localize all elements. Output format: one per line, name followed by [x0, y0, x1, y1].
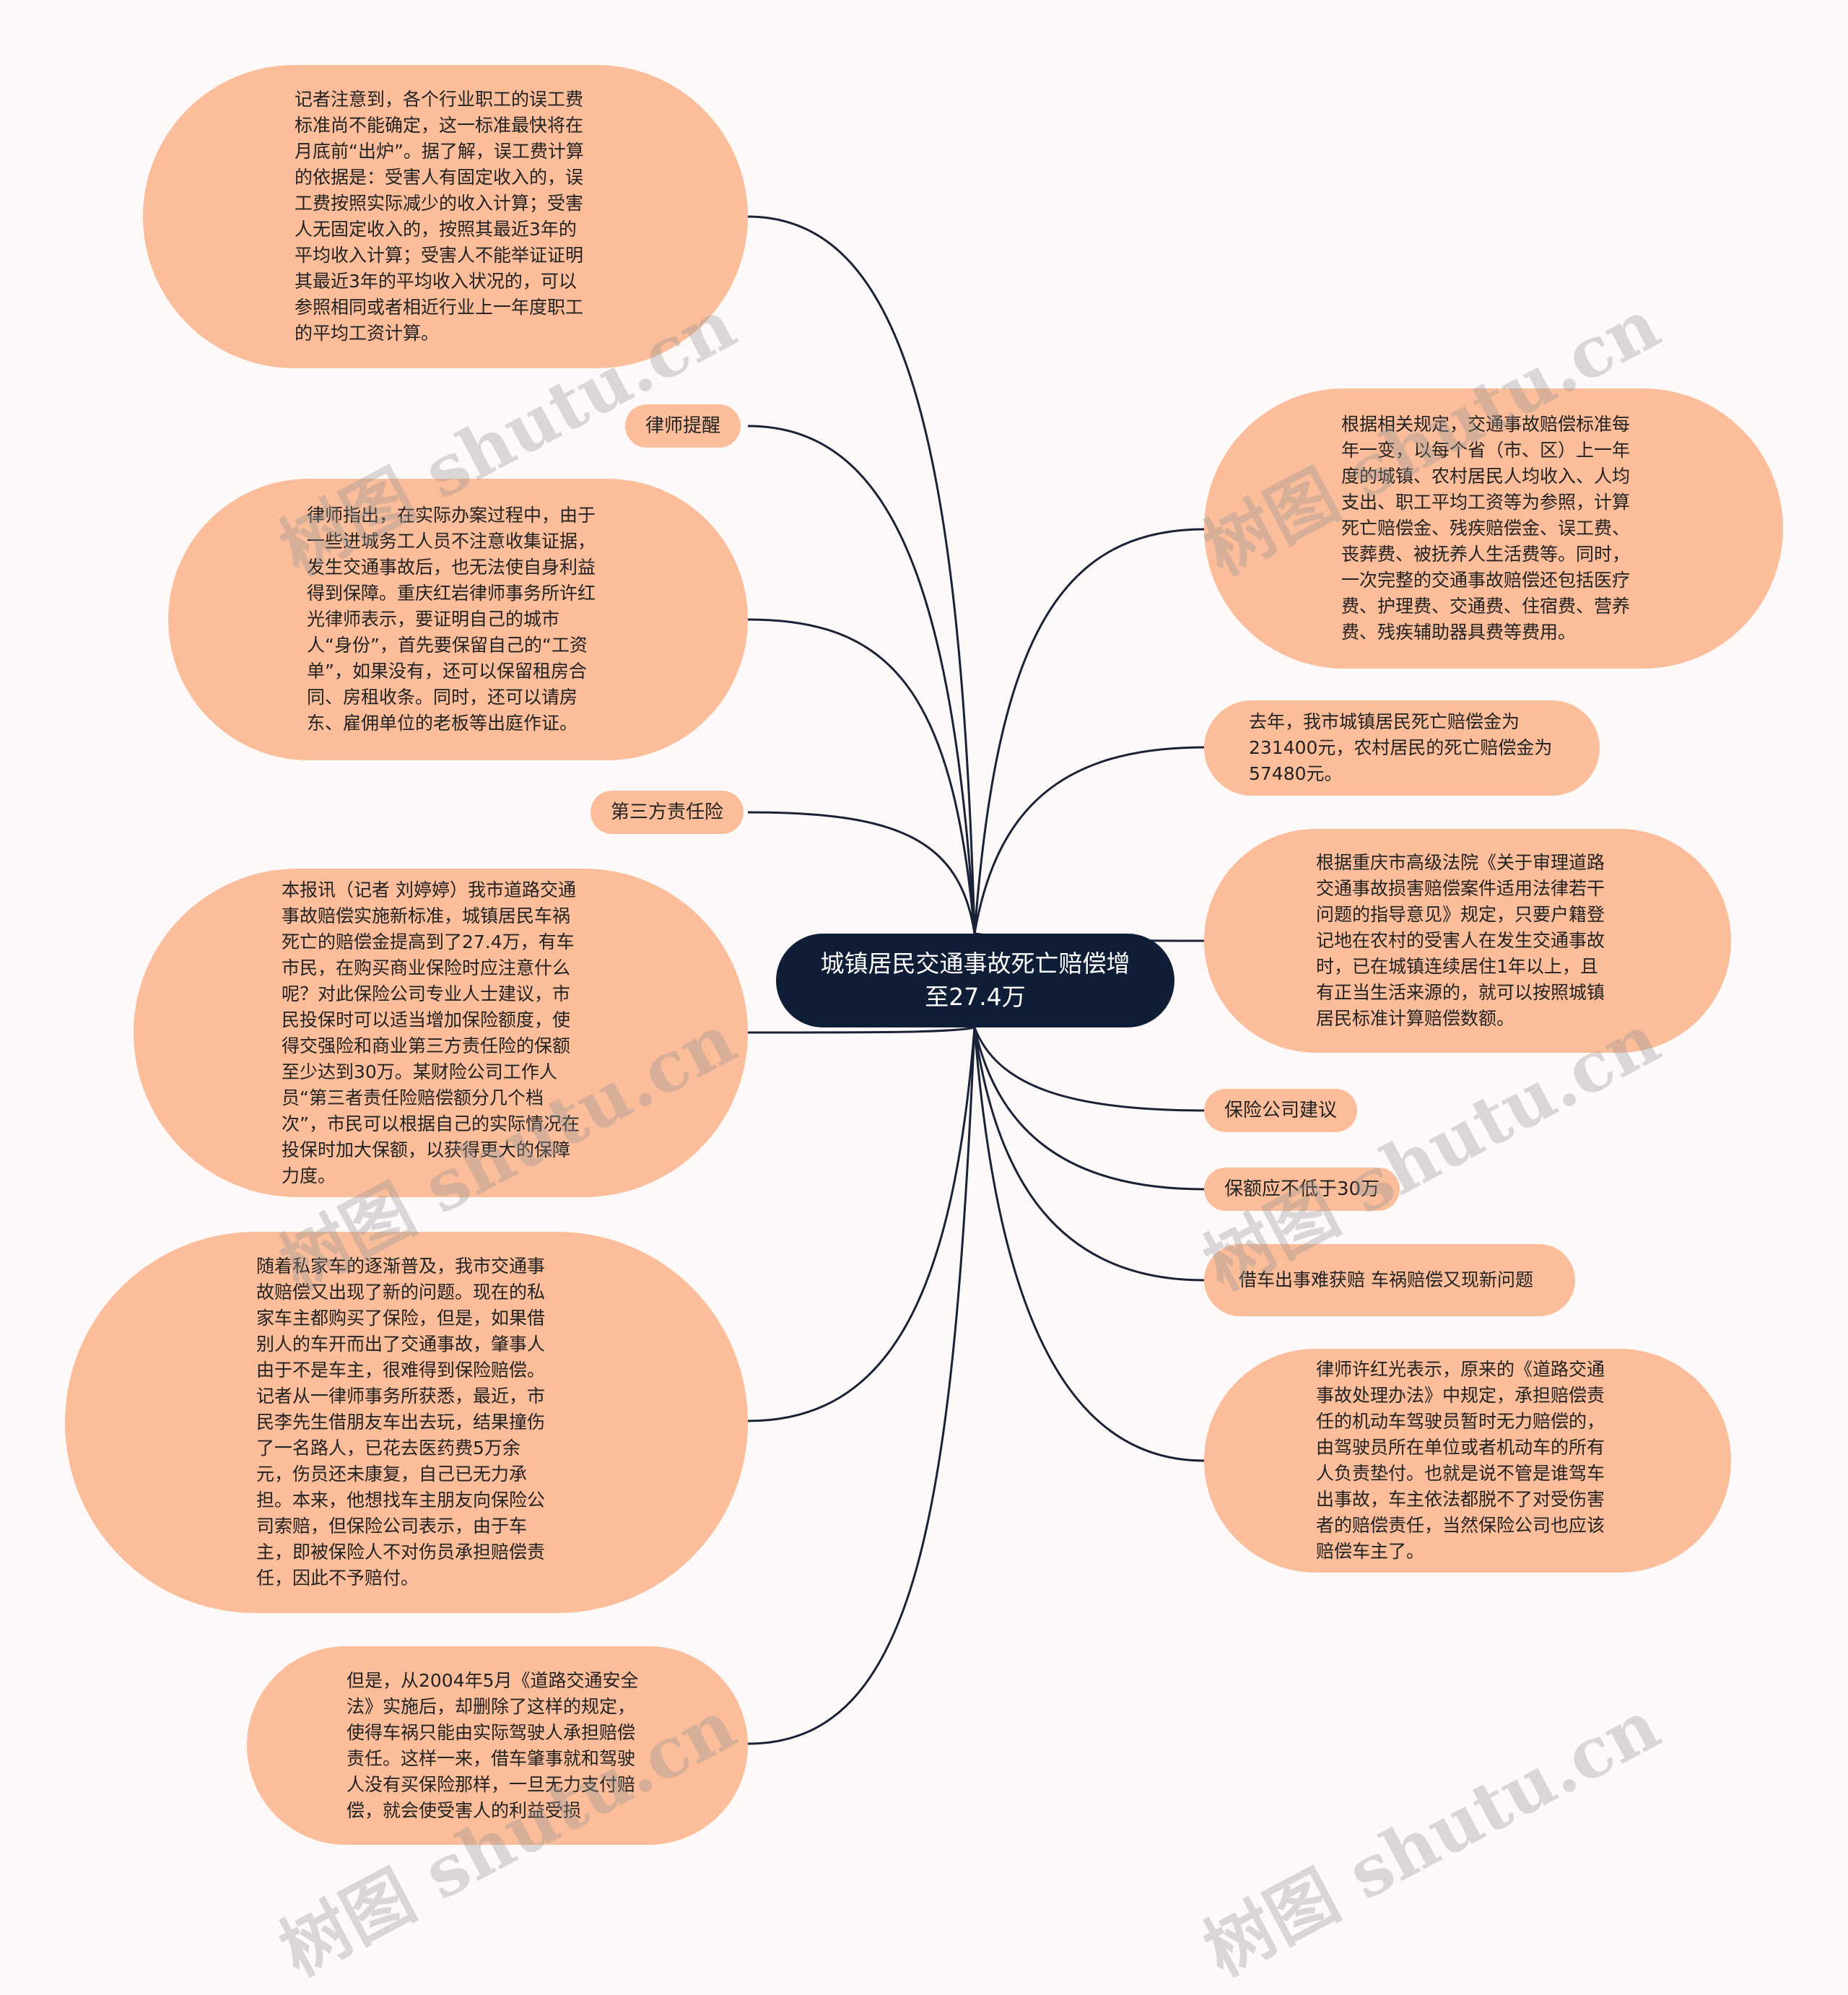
connector-lines: [747, 215, 1205, 1745]
link-left-4: [747, 811, 976, 934]
node-text: 本报讯（记者 刘婷婷）我市道路交通事故赔偿实施新标准，城镇居民车祸死亡的赔偿金提…: [282, 879, 580, 1186]
node-text: 根据重庆市高级法院《关于审理道路交通事故损害赔偿案件适用法律若干问题的指导意见》…: [1316, 852, 1605, 1029]
link-right-4: [973, 1027, 1205, 1112]
link-left-5: [747, 1026, 975, 1034]
node-right-insurer-advice[interactable]: 保险公司建议: [1204, 1089, 1358, 1132]
node-left-wage-standard[interactable]: 记者注意到，各个行业职工的误工费标准尚不能确定，这一标准最快将在月底前“出炉”。…: [143, 65, 748, 368]
link-left-1: [747, 215, 976, 934]
node-left-lawyer-reminder[interactable]: 律师提醒: [625, 404, 741, 448]
node-text: 借车出事难获赔 车祸赔偿又现新问题: [1239, 1269, 1533, 1290]
node-text: 律师许红光表示，原来的《道路交通事故处理办法》中规定，承担赔偿责任的机动车驾驶员…: [1316, 1359, 1605, 1562]
node-text: 根据相关规定，交通事故赔偿标准每年一变，以每个省（市、区）上一年度的城镇、农村居…: [1341, 414, 1631, 643]
node-right-last-year-amount[interactable]: 去年，我市城镇居民死亡赔偿金为231400元，农村居民的死亡赔偿金为57480元…: [1204, 700, 1600, 796]
node-right-court-opinion[interactable]: 根据重庆市高级法院《关于审理道路交通事故损害赔偿案件适用法律若干问题的指导意见》…: [1204, 829, 1731, 1053]
node-text: 律师提醒: [645, 415, 721, 437]
node-text: 保额应不低于30万: [1224, 1178, 1380, 1200]
node-left-traffic-law[interactable]: 但是，从2004年5月《道路交通安全法》实施后，却删除了这样的规定，使得车祸只能…: [247, 1646, 748, 1845]
node-text: 去年，我市城镇居民死亡赔偿金为231400元，农村居民的死亡赔偿金为57480元…: [1249, 711, 1553, 784]
node-right-compensation-rules[interactable]: 根据相关规定，交通事故赔偿标准每年一变，以每个省（市、区）上一年度的城镇、农村居…: [1204, 388, 1783, 669]
link-right-6: [973, 1027, 1205, 1282]
link-left-7: [747, 1027, 976, 1745]
node-text: 第三方责任险: [611, 801, 724, 823]
node-text: 随着私家车的逐渐普及，我市交通事故赔偿又出现了新的问题。现在的私家车主都购买了保…: [256, 1256, 546, 1588]
node-left-lawyer-points[interactable]: 律师指出，在实际办案过程中，由于一些进城务工人员不注意收集证据，发生交通事故后，…: [168, 479, 748, 760]
node-left-private-car[interactable]: 随着私家车的逐渐普及，我市交通事故赔偿又出现了新的问题。现在的私家车主都购买了保…: [65, 1232, 748, 1613]
link-left-6: [747, 1027, 976, 1422]
node-right-min-coverage[interactable]: 保额应不低于30万: [1204, 1168, 1400, 1211]
link-right-5: [973, 1027, 1205, 1191]
node-left-news-report[interactable]: 本报讯（记者 刘婷婷）我市道路交通事故赔偿实施新标准，城镇居民车祸死亡的赔偿金提…: [134, 869, 748, 1197]
node-left-third-party-insurance[interactable]: 第三方责任险: [590, 791, 744, 834]
node-text: 记者注意到，各个行业职工的误工费标准尚不能确定，这一标准最快将在月底前“出炉”。…: [295, 89, 584, 344]
link-left-3: [747, 618, 976, 934]
root-label: 城镇居民交通事故死亡赔偿增至27.4万: [820, 949, 1130, 1011]
link-left-2: [747, 425, 976, 934]
node-text: 律师指出，在实际办案过程中，由于一些进城务工人员不注意收集证据，发生交通事故后，…: [307, 505, 596, 734]
node-right-borrowed-car-issue[interactable]: 借车出事难获赔 车祸赔偿又现新问题: [1204, 1244, 1575, 1316]
link-right-2: [973, 746, 1205, 934]
node-right-old-regulation[interactable]: 律师许红光表示，原来的《道路交通事故处理办法》中规定，承担赔偿责任的机动车驾驶员…: [1204, 1349, 1731, 1573]
link-right-1: [973, 528, 1205, 934]
node-text: 但是，从2004年5月《道路交通安全法》实施后，却删除了这样的规定，使得车祸只能…: [346, 1669, 639, 1821]
node-text: 保险公司建议: [1224, 1100, 1338, 1121]
root-topic[interactable]: 城镇居民交通事故死亡赔偿增至27.4万: [776, 934, 1174, 1027]
link-right-7: [973, 1027, 1205, 1462]
